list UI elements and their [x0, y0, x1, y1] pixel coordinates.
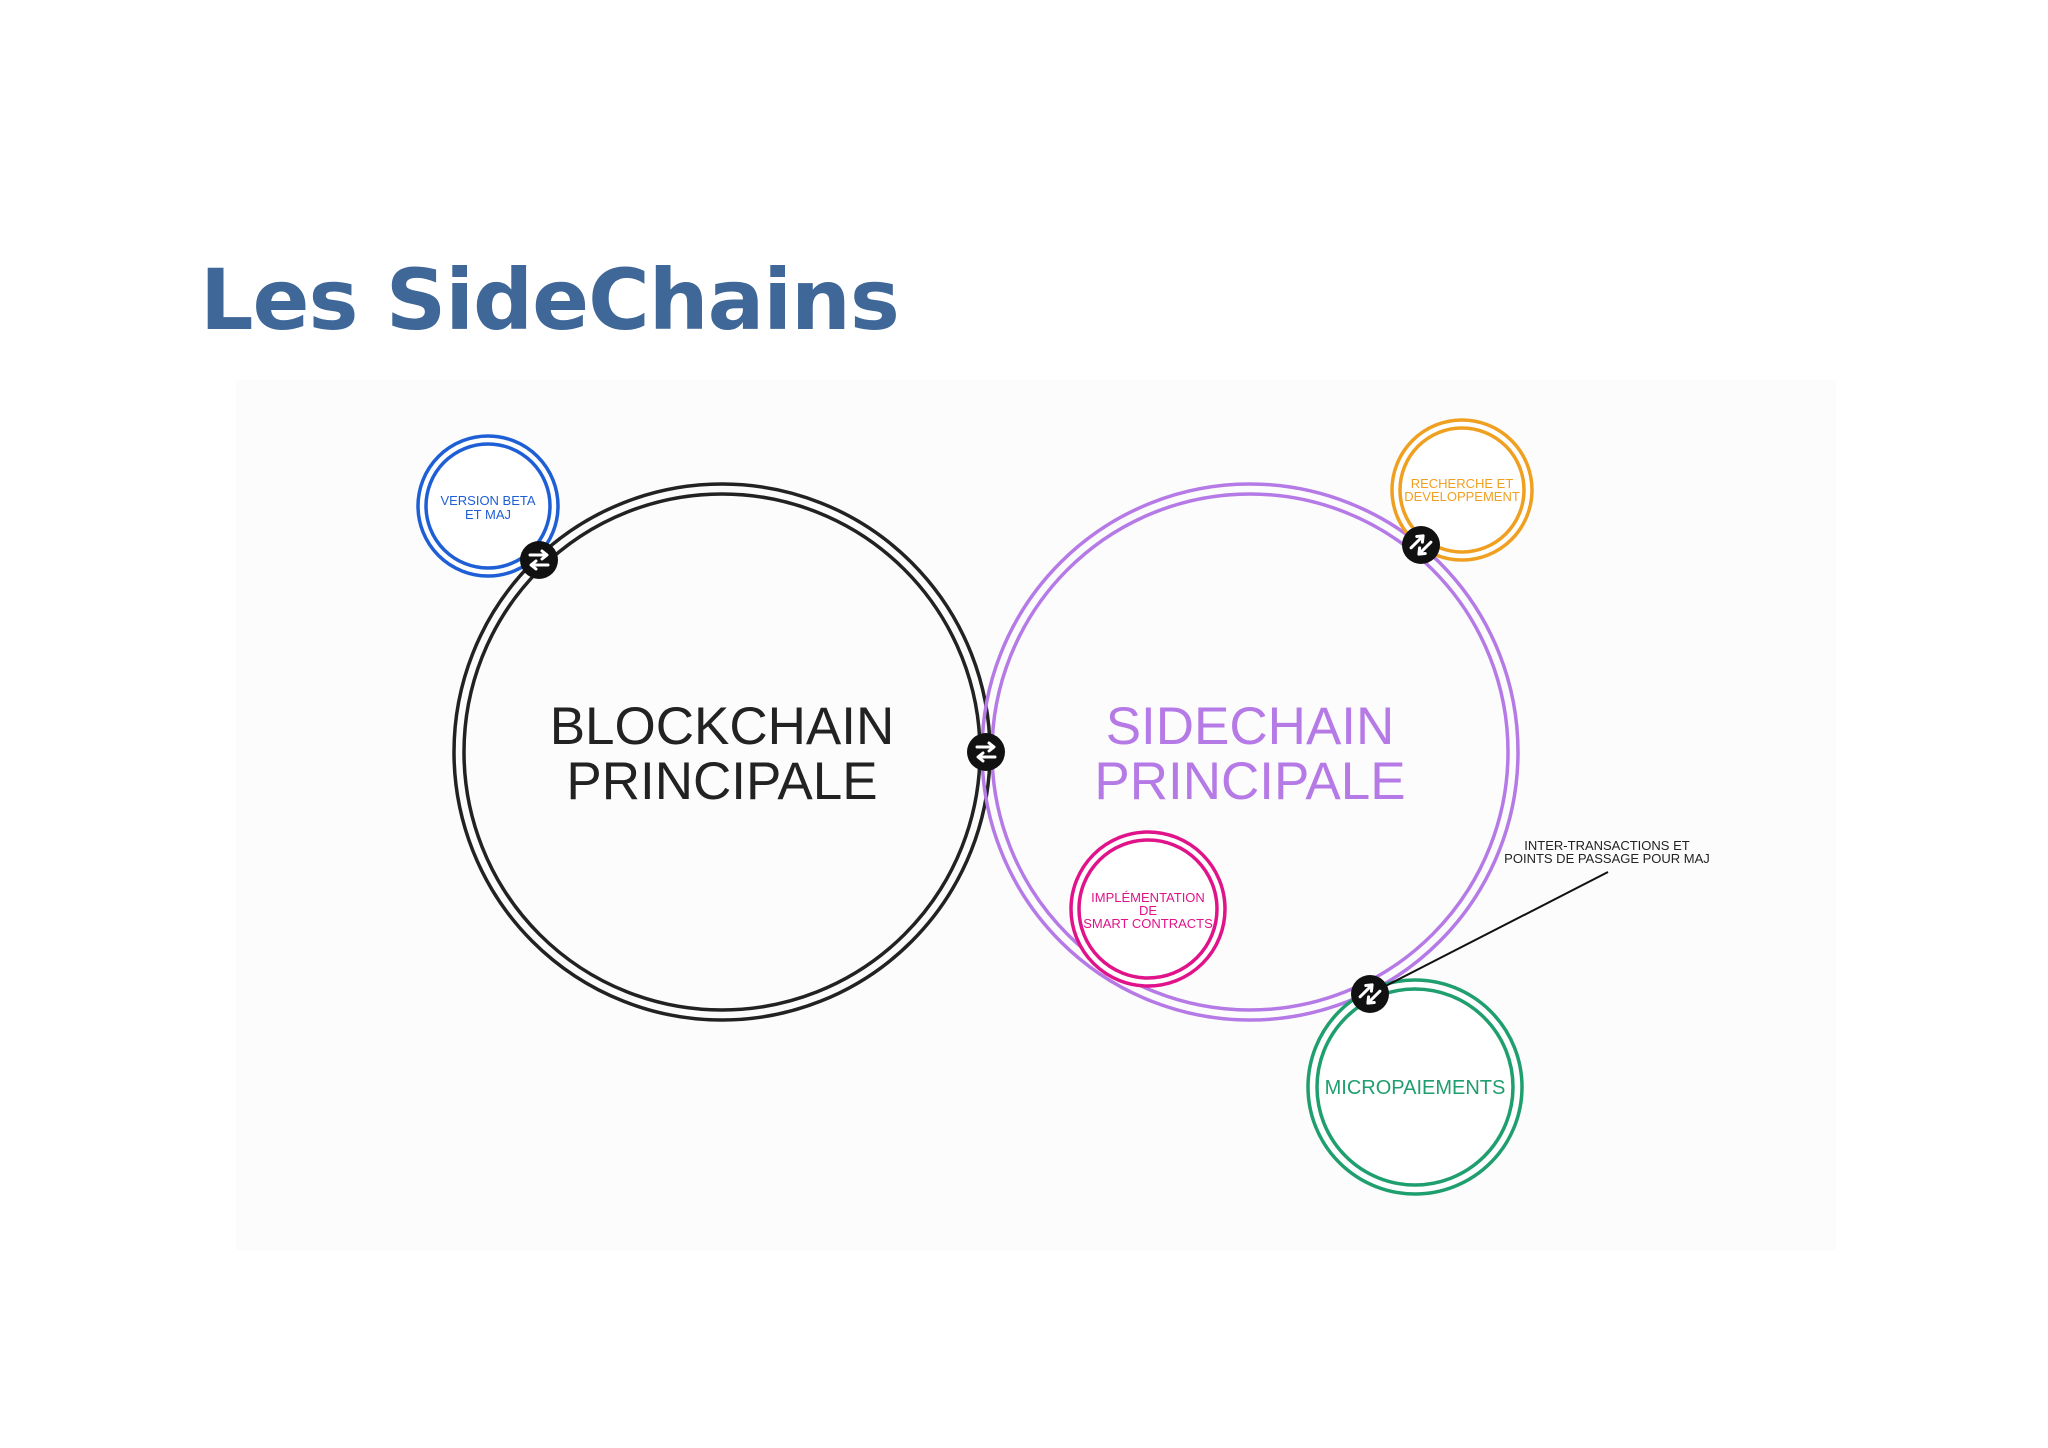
sidechain-principale-node: SIDECHAIN PRINCIPALE — [980, 482, 1520, 1022]
smart-label-line2: DE — [1139, 903, 1157, 918]
blockchain-label-line2: PRINCIPALE — [566, 752, 877, 811]
annotation-line2: POINTS DE PASSAGE POUR MAJ — [1504, 851, 1710, 866]
blockchain-principale-node: BLOCKCHAIN PRINCIPALE — [452, 482, 992, 1022]
recherche-label-line1: RECHERCHE ET — [1411, 476, 1514, 491]
version-label-line2: ET MAJ — [465, 507, 511, 522]
sidechain-label-line2: PRINCIPALE — [1094, 752, 1405, 811]
swap-arrows-icon — [965, 731, 1007, 773]
version-label-line1: VERSION BETA — [440, 493, 535, 508]
blockchain-label-line1: BLOCKCHAIN — [550, 697, 895, 756]
smart-contracts-node: IMPLÉMENTATION DE SMART CONTRACTS — [1069, 830, 1227, 988]
sidechain-label-line1: SIDECHAIN — [1106, 697, 1395, 756]
smart-label-line3: SMART CONTRACTS — [1083, 916, 1213, 931]
annotation-leader-line — [1371, 871, 1609, 994]
micropaiements-label: MICROPAIEMENTS — [1325, 1077, 1506, 1099]
recherche-developpement-node: RECHERCHE ET DEVELOPPEMENT — [1390, 418, 1534, 562]
page-title: Les SideChains — [200, 251, 900, 349]
swap-arrows-icon — [518, 539, 560, 581]
smart-label-line1: IMPLÉMENTATION — [1091, 890, 1205, 905]
recherche-label-line2: DEVELOPPEMENT — [1404, 489, 1520, 504]
annotation-line1: INTER-TRANSACTIONS ET — [1524, 838, 1689, 853]
micropaiements-node: MICROPAIEMENTS — [1306, 978, 1524, 1196]
version-beta-node: VERSION BETA ET MAJ — [416, 434, 560, 578]
